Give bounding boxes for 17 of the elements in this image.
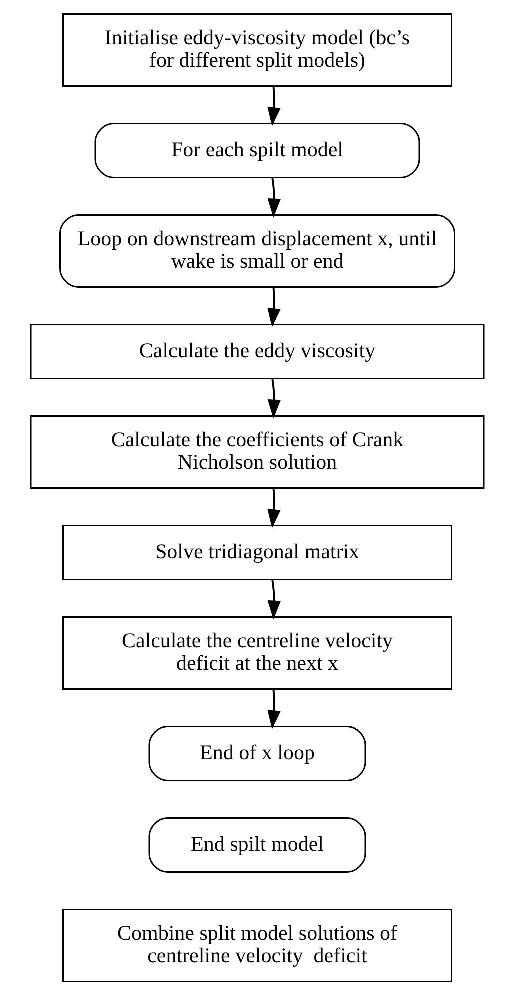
node-box: Loop on downstream displacement x, until wake is small or end xyxy=(59,214,455,288)
node-box: For each spilt model xyxy=(94,123,420,178)
arrow xyxy=(267,378,281,419)
arrow xyxy=(267,689,280,730)
node-box: Calculate the centreline velocity deficit at the next x xyxy=(62,616,452,690)
node-box: End spilt model xyxy=(148,818,366,873)
node-box: Calculate the eddy viscosity xyxy=(30,324,484,380)
arrow xyxy=(267,86,280,127)
arrow xyxy=(267,178,281,218)
arrow xyxy=(267,488,280,529)
node-box: Combine split model solutions of centreline velocity deficit xyxy=(62,909,452,982)
node-box: Initialise eddy-viscosity model (bc’s for different split models) xyxy=(62,14,452,87)
node-box: End of x loop xyxy=(148,726,366,782)
node-box: Solve tridiagonal matrix xyxy=(62,525,452,580)
node-box: Calculate the coefficients of Crank Nicholson solution xyxy=(30,416,484,489)
arrow xyxy=(267,580,281,620)
arrow xyxy=(267,287,280,328)
